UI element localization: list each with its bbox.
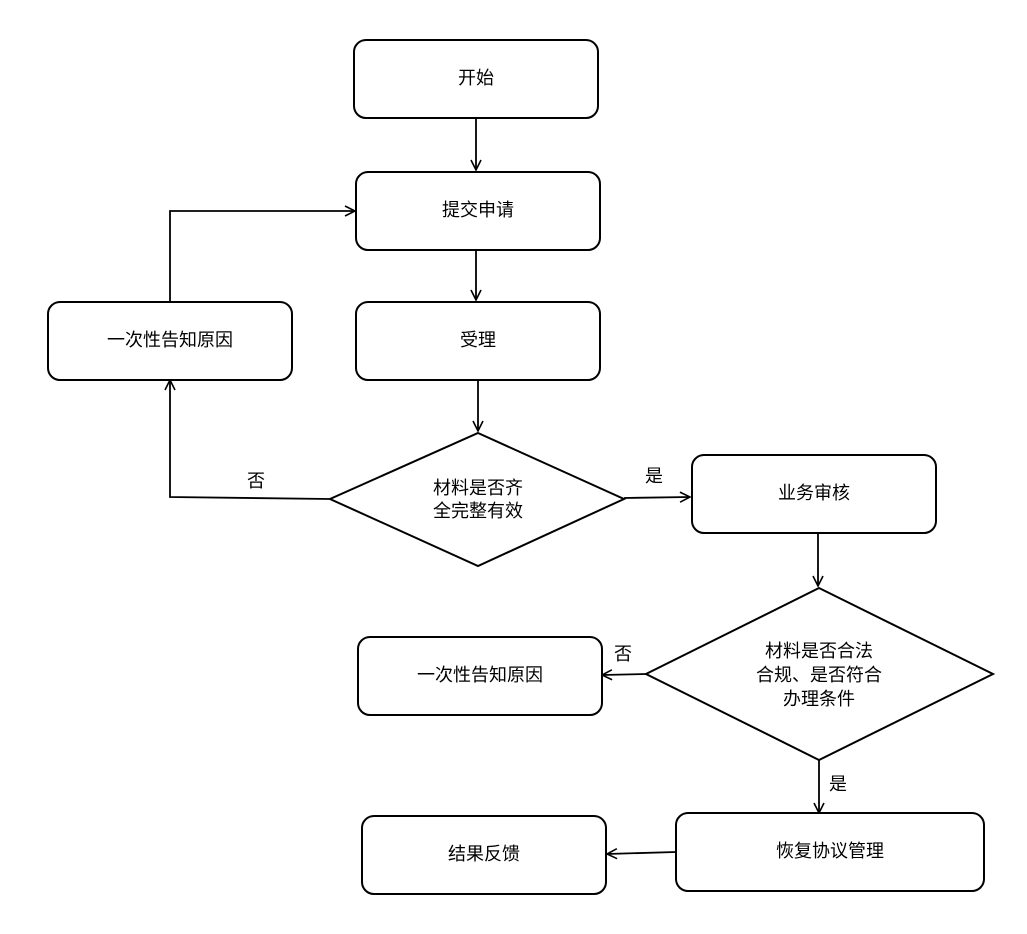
node-accept: 受理 — [355, 301, 601, 381]
node-notify-1-label: 一次性告知原因 — [107, 330, 233, 351]
edge-check-material-no — [170, 380, 331, 500]
node-notify-1: 一次性告知原因 — [47, 301, 293, 381]
node-result: 结果反馈 — [361, 815, 607, 895]
node-restore-label: 恢复协议管理 — [776, 841, 884, 862]
edge-label-material-yes: 是 — [645, 466, 663, 487]
node-notify-2-label: 一次性告知原因 — [417, 665, 543, 686]
node-check-legal: 材料是否合法 合规、是否符合 办理条件 — [643, 586, 996, 762]
node-check-legal-line1: 材料是否合法 — [765, 641, 873, 662]
node-notify-2: 一次性告知原因 — [357, 636, 603, 716]
edge-label-legal-no: 否 — [614, 644, 632, 665]
node-check-material-line2: 全完整有效 — [433, 501, 523, 522]
node-review: 业务审核 — [691, 454, 937, 534]
node-check-material-line1: 材料是否齐 — [433, 478, 523, 499]
node-review-label: 业务审核 — [778, 483, 850, 504]
node-start: 开始 — [353, 39, 599, 119]
node-submit-label: 提交申请 — [442, 200, 514, 221]
node-check-legal-line3: 办理条件 — [783, 689, 855, 710]
edge-notify1-to-submit — [169, 211, 355, 302]
node-submit: 提交申请 — [355, 171, 601, 251]
edge-label-legal-yes: 是 — [829, 774, 847, 795]
node-result-label: 结果反馈 — [448, 844, 520, 865]
edge-check-material-yes — [623, 497, 690, 498]
edge-restore-to-result — [607, 852, 677, 854]
node-check-material: 材料是否齐 全完整有效 — [327, 431, 627, 568]
node-restore: 恢复协议管理 — [675, 812, 985, 892]
edge-label-material-no: 否 — [247, 471, 265, 492]
edge-check-legal-no — [602, 674, 649, 675]
node-accept-label: 受理 — [460, 330, 496, 351]
node-check-legal-line2: 合规、是否符合 — [756, 665, 882, 686]
node-start-label: 开始 — [458, 68, 494, 89]
